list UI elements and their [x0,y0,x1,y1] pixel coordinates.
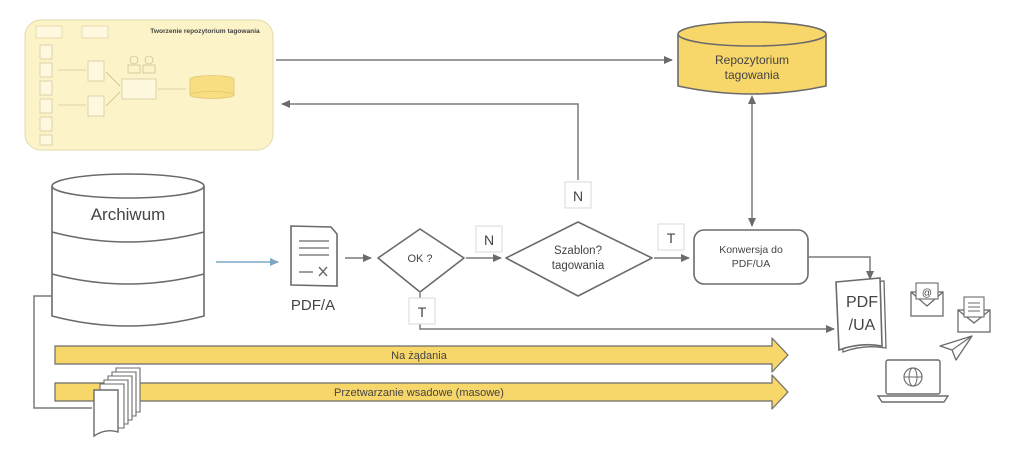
tagging-repository: Repozytorium tagowania [677,21,827,95]
template-decision-line1: Szablon? [554,245,602,257]
document-stack-icon [93,367,141,438]
template-decision-line2: tagowania [552,260,605,272]
batch-arrow: Przetwarzanie wsadowe (masowe) [54,374,789,410]
ok-no-label: N [475,225,503,253]
conversion-box: Konwersja do PDF/UA [693,229,809,285]
pdfua-label-line2: /UA [849,317,876,334]
archive-to-batch-connector [33,295,92,409]
archive-label: Archiwum [91,205,166,224]
inset-mini-diagram [35,25,235,146]
batch-label: Przetwarzanie wsadowe (masowe) [334,387,504,399]
svg-text:@: @ [922,288,932,299]
ok-decision: OK ? [377,228,465,293]
repository-label-line2: tagowania [725,68,780,82]
pdfa-document: PDF/A [290,225,338,314]
pdfa-label: PDF/A [291,297,335,314]
archive-database: Archiwum [51,173,205,327]
ok-yes-label: T [408,297,436,325]
conversion-label-line1: Konwersja do [719,244,783,256]
svg-text:T: T [667,230,676,246]
template-no-return-arrow [281,100,579,180]
svg-text:N: N [484,232,494,248]
on-demand-label: Na żądania [391,350,448,362]
document-email-icon [957,296,991,333]
ok-decision-label: OK ? [407,253,432,265]
pdfua-document: PDF /UA [835,277,887,353]
repository-label-line1: Repozytorium [715,53,789,67]
pdfua-label-line1: PDF [846,294,878,311]
template-decision: Szablon? tagowania [505,221,653,297]
document-icon [290,225,338,287]
on-demand-arrow: Na żądania [54,337,789,373]
email-icon: @ [910,282,944,317]
conversion-label-line2: PDF/UA [732,258,771,270]
ok-yes-arrow [419,293,835,333]
paper-plane-icon [939,335,973,361]
inset-panel: Tworzenie repozytorium tagowania [24,19,274,151]
inset-title: Tworzenie repozytorium tagowania [150,28,260,35]
svg-text:N: N [573,188,583,204]
template-yes-label: T [657,223,685,251]
conversion-to-pdfua-arrow [808,256,874,280]
svg-text:T: T [418,304,427,320]
laptop-globe-icon [876,359,950,403]
template-no-label: N [564,181,592,209]
